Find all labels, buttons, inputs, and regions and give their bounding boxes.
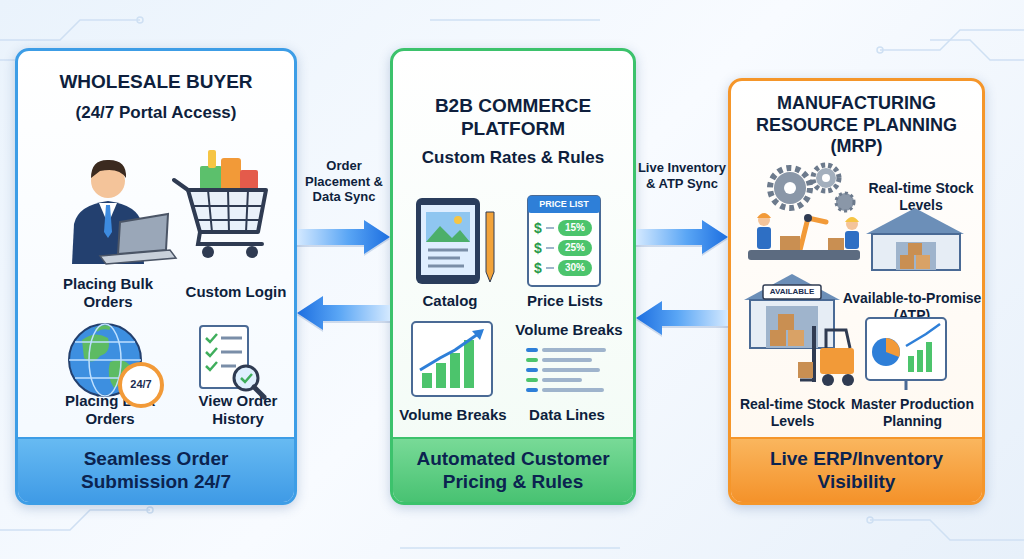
band-text: Live ERP/Inventory Visibility (741, 448, 972, 493)
item-caption: Placing Bulk Orders (53, 275, 163, 311)
discount-pill-text: 30% (558, 262, 592, 274)
currency-symbol: $ (531, 260, 545, 276)
band-text: Automated Customer Pricing & Rules (403, 448, 623, 493)
circuit-lines (930, 40, 1024, 60)
flow-arrow-body (297, 220, 390, 254)
panel-title: B2B COMMERCE PLATFORM (413, 95, 613, 141)
panel-subtitle: (24/7 Portal Access) (18, 103, 294, 123)
item-caption: Real-time Stock Levels (867, 180, 975, 214)
panel: B2B COMMERCE PLATFORM Custom Rates & Rule… (390, 48, 636, 505)
circuit-lines (867, 517, 873, 523)
item-caption: Real-time Stock Levels (735, 396, 850, 430)
flow-arrow-shadow (297, 222, 390, 256)
item-caption: View Order History (183, 392, 293, 428)
flow-arrow-body (636, 220, 728, 254)
circuit-lines (0, 20, 140, 40)
flow-arrow (297, 220, 390, 256)
flow-arrow-shadow (297, 298, 390, 332)
footer-band: Automated Customer Pricing & Rules (393, 437, 633, 502)
flow-arrow-body (297, 296, 390, 330)
flow-arrow (636, 220, 728, 256)
warehouse-sign-text: AVAILABLE (763, 287, 821, 297)
discount-pill-text: 25% (558, 242, 592, 254)
clock-text: 24/7 (121, 378, 161, 391)
circuit-lines (877, 47, 883, 53)
circuit-lines (870, 520, 1024, 540)
circuit-lines (0, 17, 1024, 548)
item-caption: Price Lists (515, 292, 615, 310)
item-caption: Data Lines (517, 406, 617, 424)
circuit-lines (0, 510, 150, 530)
connector-label: Live Inventory & ATP Sync (637, 160, 727, 191)
currency-symbol: $ (531, 240, 545, 256)
flow-arrow (636, 301, 728, 337)
item-caption: Master Production Planning (843, 396, 982, 430)
connector-label: Order Placement & Data Sync (298, 158, 390, 205)
item-caption: Placing Bulk Orders (55, 392, 165, 428)
footer-band: Seamless Order Submission 24/7 (18, 437, 294, 502)
flow-arrow (297, 296, 390, 332)
discount-pill-text: 15% (558, 222, 592, 234)
circuit-lines (137, 17, 143, 23)
item-caption: Catalog (400, 292, 500, 310)
price-list-header: PRICE LIST (528, 199, 600, 210)
panel: WHOLESALE BUYER (24/7 Portal Access) Placi… (15, 48, 297, 505)
item-caption: Volume Breaks (393, 406, 513, 424)
panel-title: WHOLESALE BUYER (18, 71, 294, 94)
flow-arrow-shadow (636, 303, 728, 337)
item-caption: Custom Login (181, 283, 291, 301)
flow-arrow-shadow (636, 222, 728, 256)
panel-title: MANUFACTURING RESOURCE PLANNING (MRP) (739, 93, 974, 158)
currency-symbol: $ (531, 220, 545, 236)
circuit-lines (147, 507, 153, 513)
circuit-lines (430, 19, 600, 21)
flow-arrow-body (636, 301, 728, 335)
item-caption: Volume Breaks (505, 321, 633, 339)
item-caption: Available-to-Promise (ATP) (842, 290, 982, 324)
footer-band: Live ERP/Inventory Visibility (731, 437, 982, 502)
circuit-lines (400, 547, 620, 549)
panel: MANUFACTURING RESOURCE PLANNING (MRP) Rea… (728, 78, 985, 505)
panel-subtitle: Custom Rates & Rules (393, 148, 633, 168)
band-text: Seamless Order Submission 24/7 (28, 448, 284, 493)
